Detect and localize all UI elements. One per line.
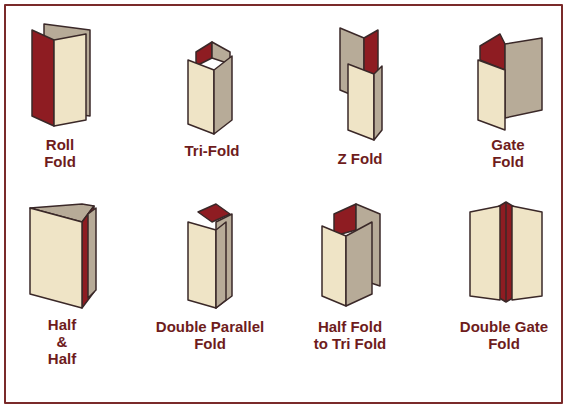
tri-fold-figure: [188, 42, 232, 134]
gate-fold-figure: [478, 34, 542, 130]
fold-label: Double Gate Fold: [448, 318, 560, 352]
double-parallel-fold-figure: [188, 204, 232, 308]
half-to-tri-fold-figure: [322, 204, 380, 306]
fold-label: Half Fold to Tri Fold: [312, 318, 388, 352]
fold-label: Tri-Fold: [167, 142, 257, 159]
fold-label: Half & Half: [42, 316, 82, 367]
z-fold-figure: [340, 28, 382, 140]
fold-label: Gate Fold: [485, 136, 531, 170]
frame-border: [5, 5, 562, 403]
fold-label: Double Parallel Fold: [148, 318, 273, 352]
fold-label: Z Fold: [315, 150, 405, 167]
half-and-half-figure: [30, 204, 96, 308]
double-gate-fold-figure: [470, 202, 542, 302]
roll-fold-figure: [32, 24, 90, 126]
fold-label: Roll Fold: [37, 136, 83, 170]
